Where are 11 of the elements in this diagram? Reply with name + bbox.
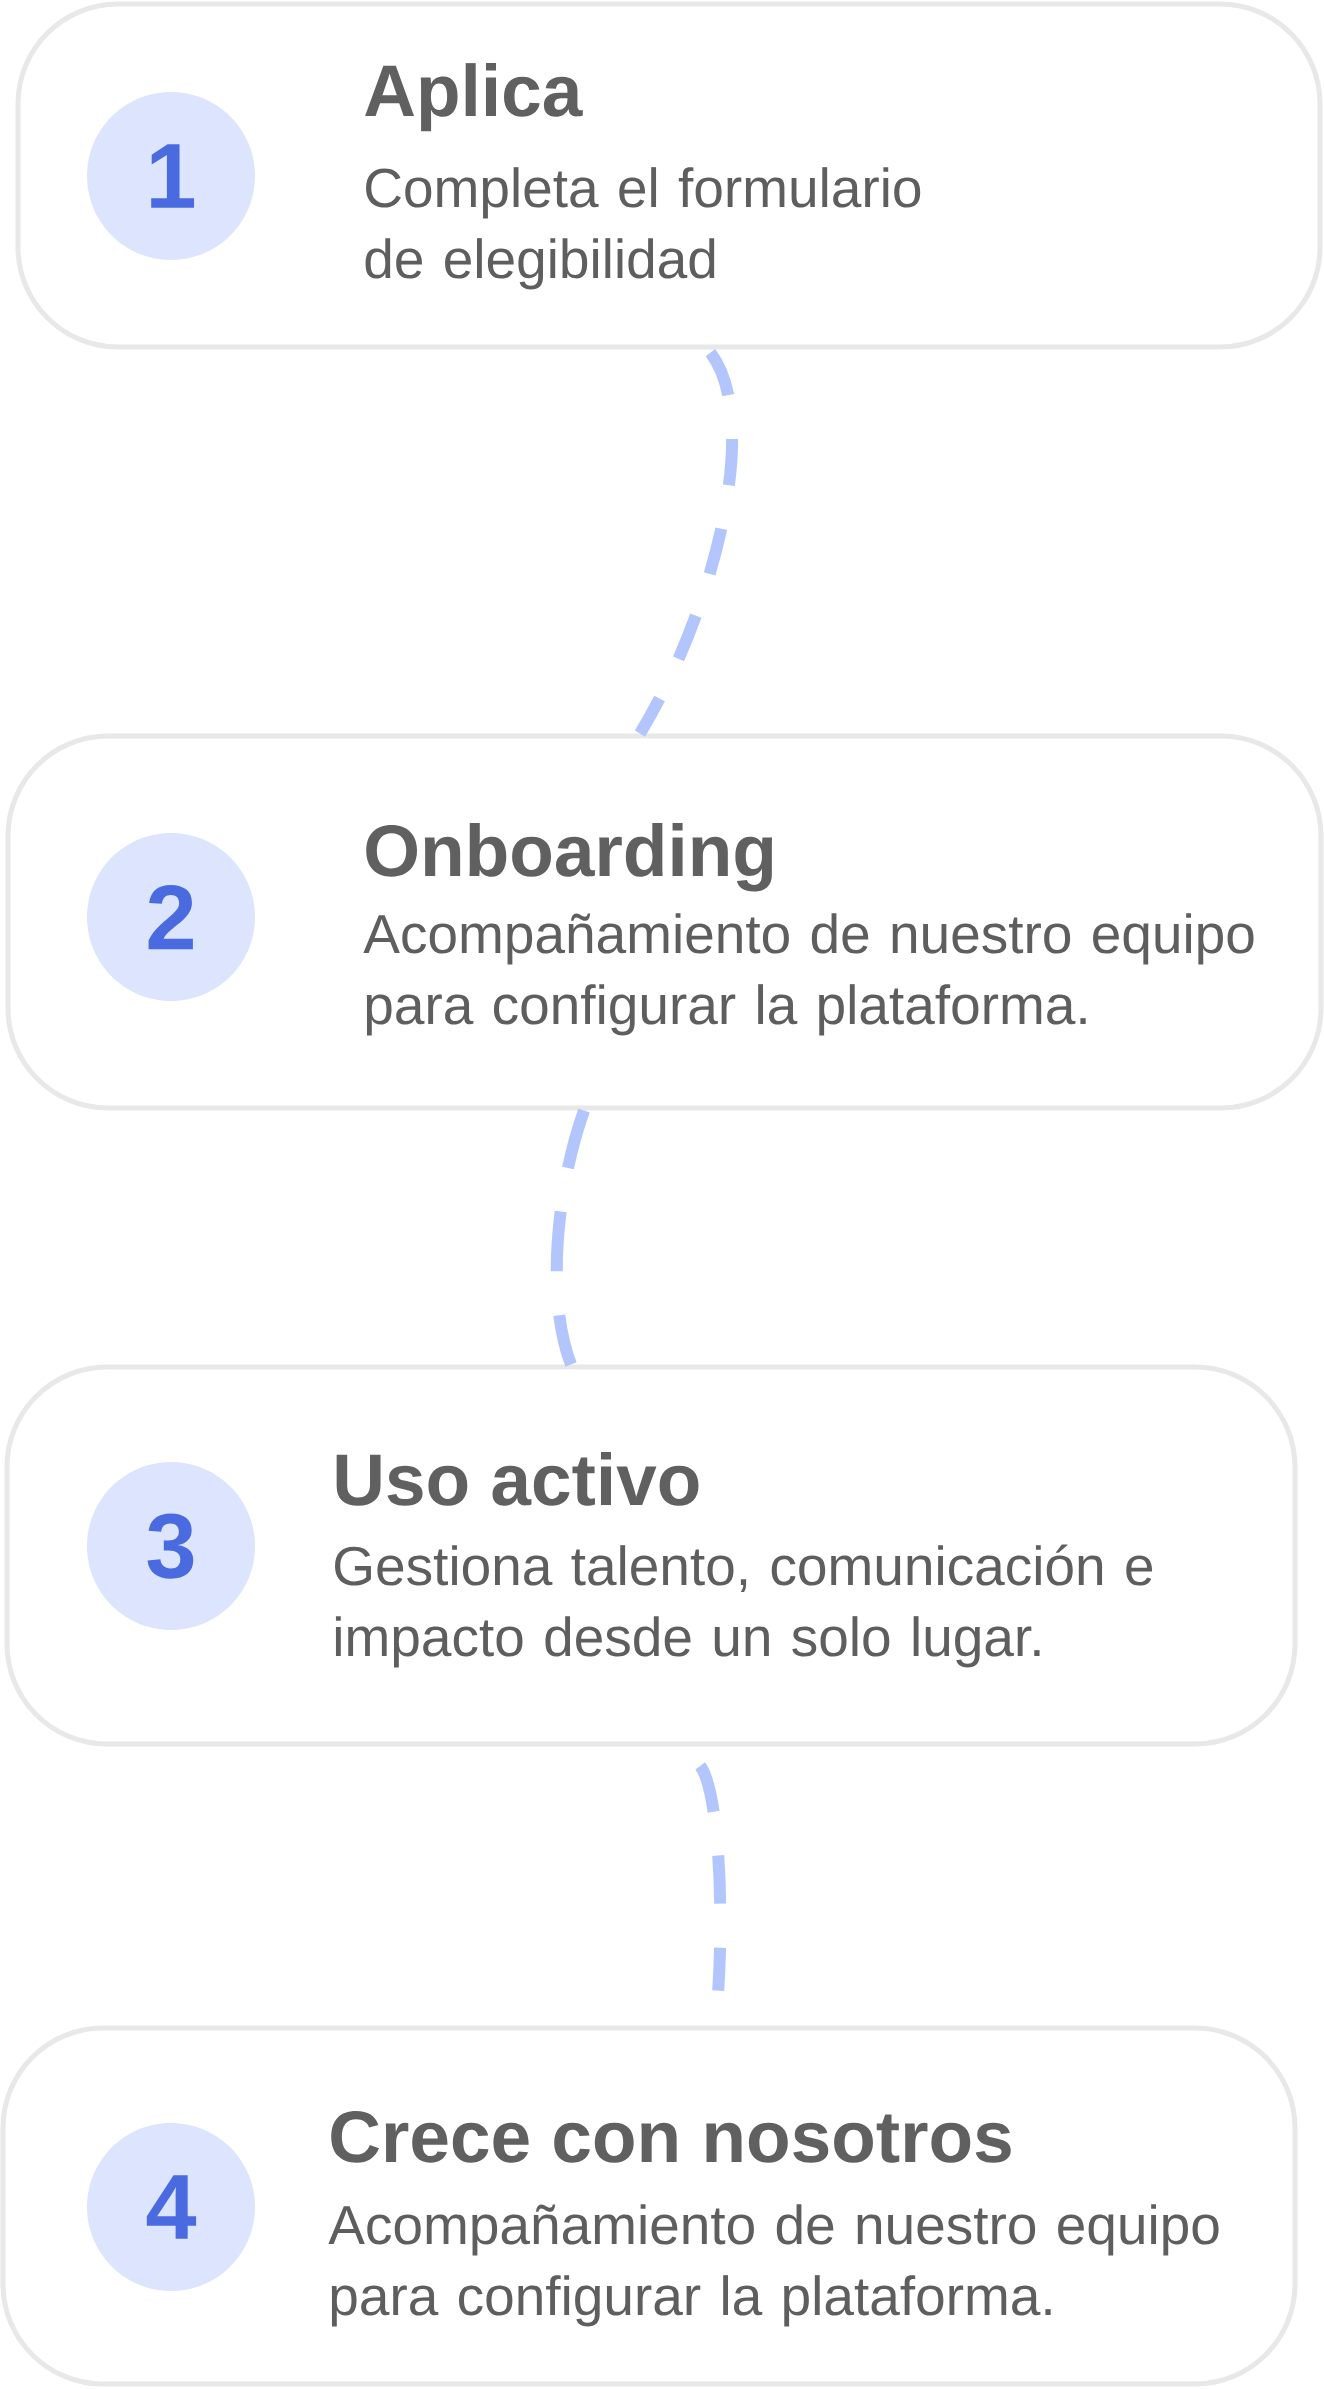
step-title: Uso activo bbox=[336, 1452, 699, 1506]
dashed-connector bbox=[694, 1763, 727, 1991]
step-title: Onboarding bbox=[366, 823, 773, 892]
dashed-connector bbox=[634, 349, 738, 737]
step-description: Completa el formulario de elegibilidad bbox=[365, 167, 921, 290]
step-description: Gestiona talento, comunicación e impacto desde un solo lugar. bbox=[335, 1544, 1153, 1668]
step-title: Aplica bbox=[365, 63, 583, 132]
step-title: Crece con nosotros bbox=[331, 2111, 1011, 2163]
step-description: Acompañamiento de nuestro equipo para configurar la plataforma. bbox=[363, 913, 1254, 1036]
dashed-connector bbox=[550, 1108, 590, 1367]
step-description: Acompañamiento de nuestro equipo para configurar la plataforma. bbox=[328, 2204, 1219, 2327]
